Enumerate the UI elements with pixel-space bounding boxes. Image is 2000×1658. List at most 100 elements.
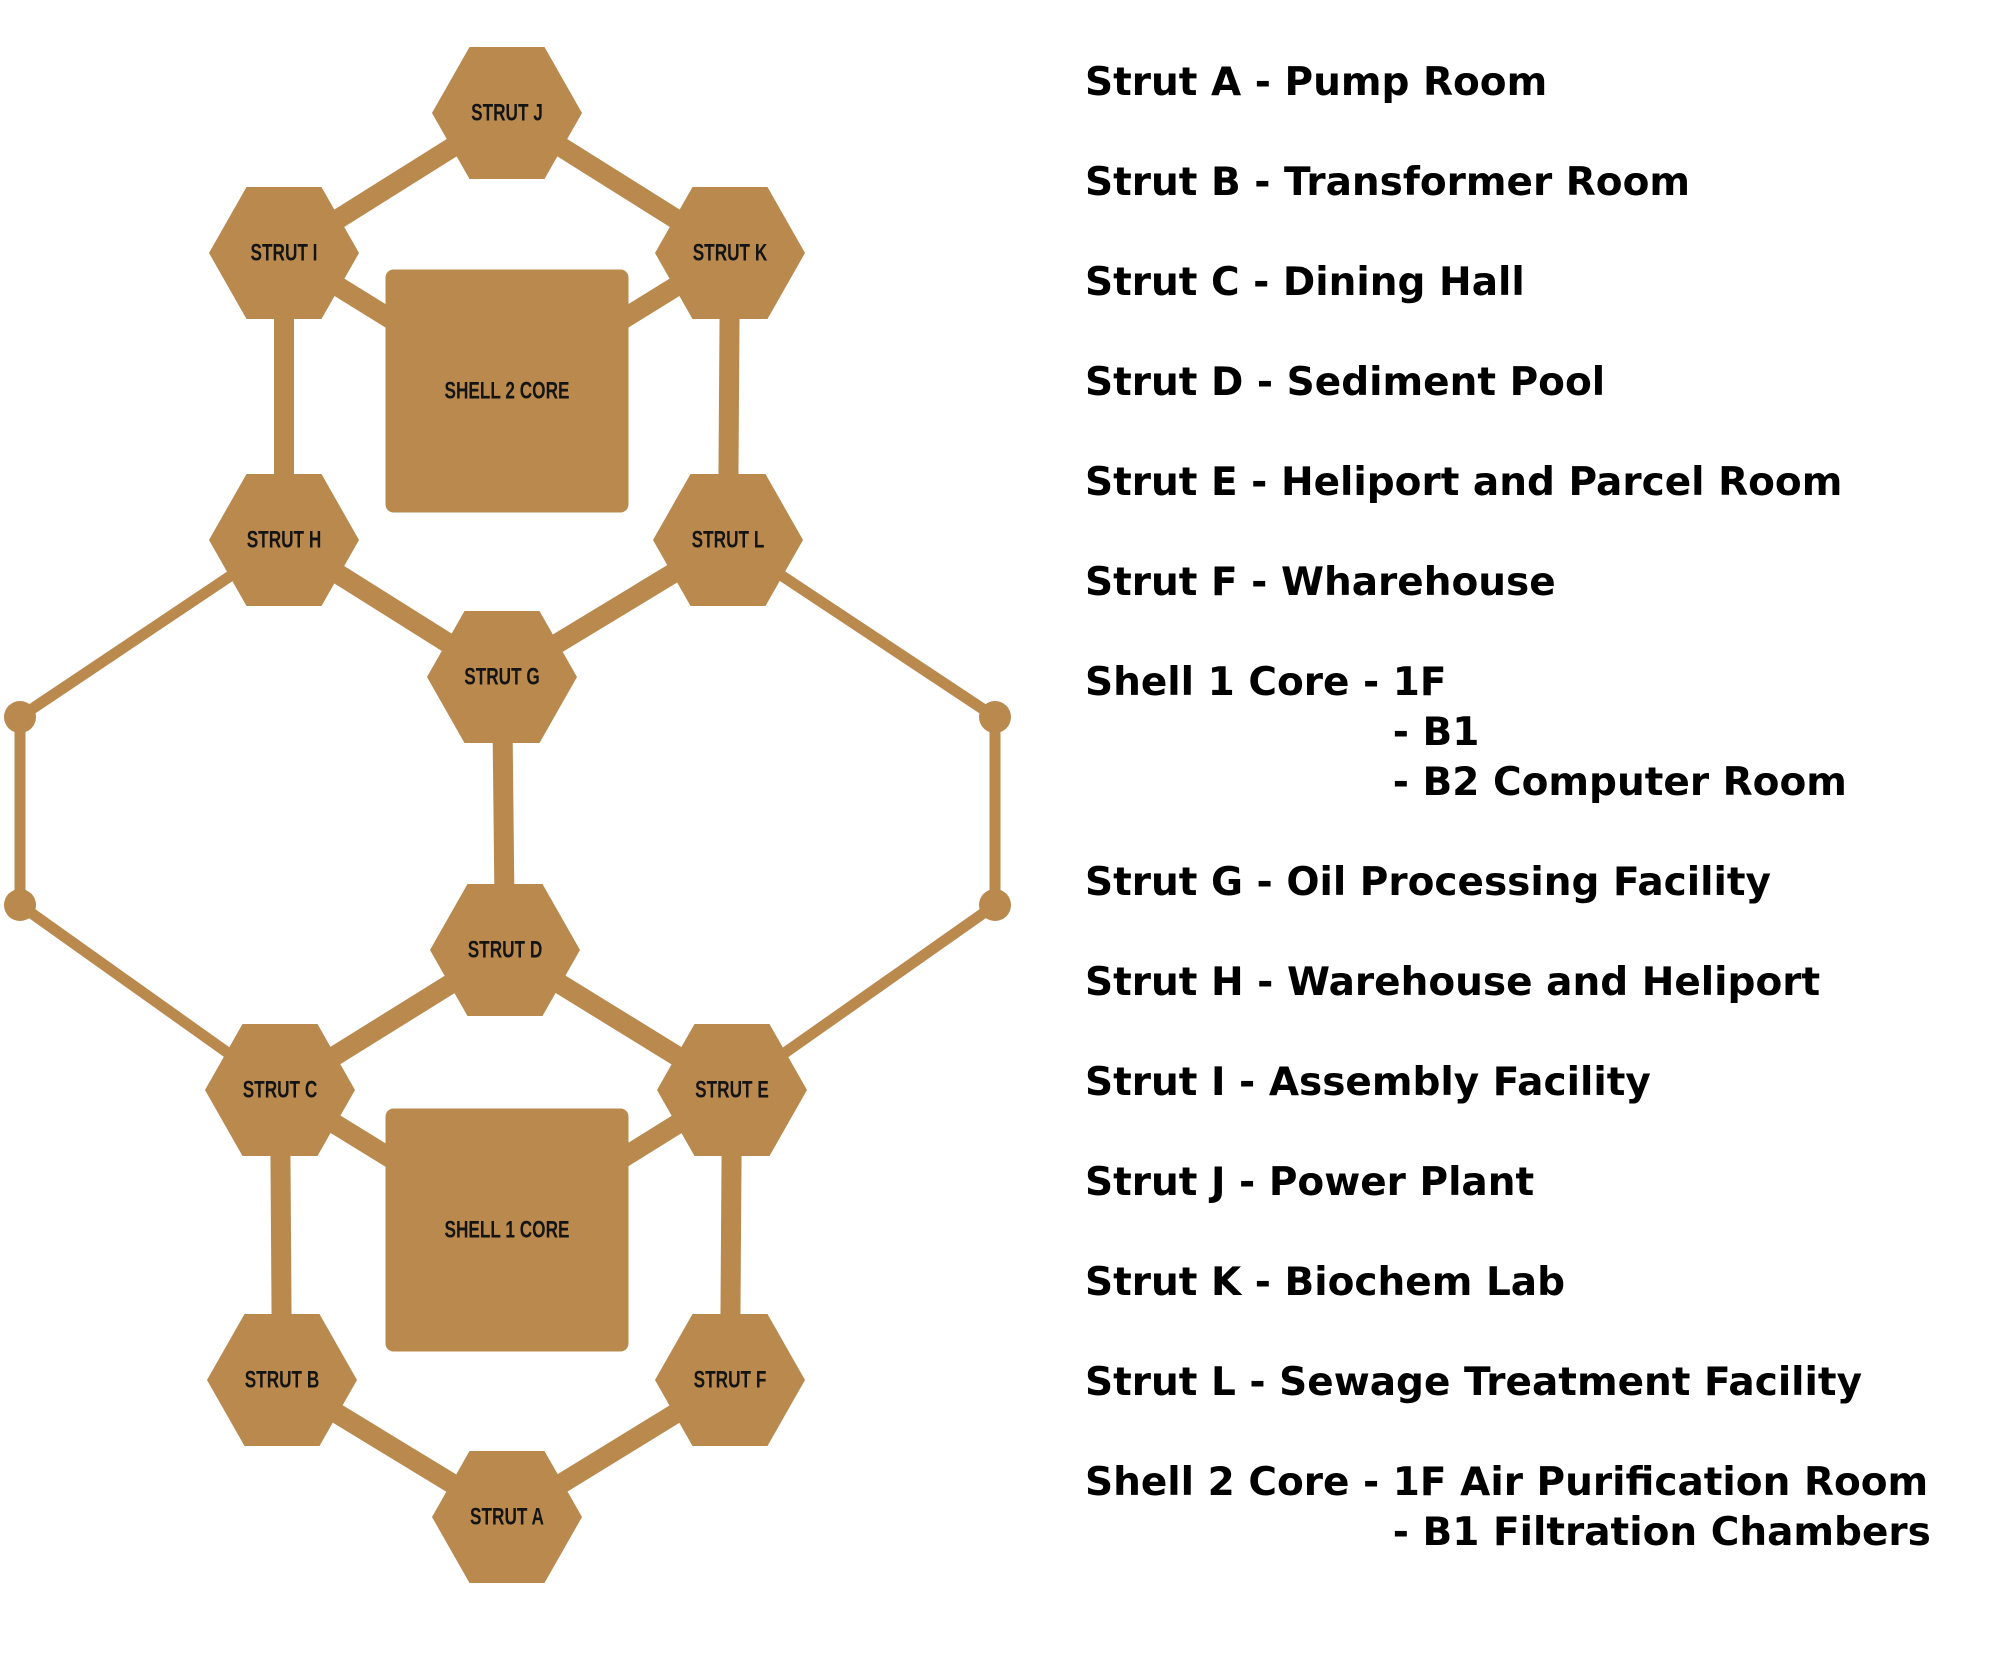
legend-prefix: Strut D -: [1085, 360, 1287, 405]
node-strut-i: STRUT I: [209, 187, 359, 319]
node-strut-l: STRUT L: [653, 474, 803, 606]
legend-items: Pump Room: [1284, 58, 1547, 108]
node-strut-e: STRUT E: [657, 1024, 807, 1156]
node-shell-2-core: SHELL 2 CORE: [385, 269, 629, 513]
node-shape-junction-p4: [979, 889, 1011, 921]
legend-entry: Strut L - Sewage Treatment Facility: [1085, 1358, 1985, 1458]
node-label-strut-b: STRUT B: [245, 1367, 320, 1393]
node-shape-strut-j: [432, 47, 582, 179]
node-shape-shell-1-core: [385, 1108, 629, 1352]
legend-item: Assembly Facility: [1268, 1060, 1651, 1105]
legend-items: Warehouse and Heliport: [1287, 958, 1820, 1008]
node-shell-1-core: SHELL 1 CORE: [385, 1108, 629, 1352]
node-shape-strut-b: [207, 1314, 357, 1446]
node-label-strut-d: STRUT D: [468, 937, 543, 963]
legend-items: Oil Processing Facility: [1286, 858, 1771, 908]
legend-items: Sediment Pool: [1287, 358, 1605, 408]
legend-prefix: Strut J -: [1085, 1160, 1269, 1205]
legend-item: Oil Processing Facility: [1286, 860, 1771, 905]
node-label-strut-k: STRUT K: [693, 240, 768, 266]
node-shape-strut-i: [209, 187, 359, 319]
node-shape-strut-d: [430, 884, 580, 1016]
node-label-strut-a: STRUT A: [470, 1504, 544, 1530]
node-shape-strut-g: [427, 611, 577, 743]
node-strut-k: STRUT K: [655, 187, 805, 319]
legend-item: Sediment Pool: [1286, 360, 1606, 405]
legend-item: - B2 Computer Room: [1392, 760, 1847, 805]
node-shape-shell-2-core: [385, 269, 629, 513]
legend-item: Pump Room: [1284, 60, 1548, 105]
node-strut-g: STRUT G: [427, 611, 577, 743]
legend-item: Dining Hall: [1282, 260, 1525, 305]
node-label-strut-e: STRUT E: [695, 1077, 769, 1103]
legend-prefix: Strut G -: [1085, 860, 1287, 905]
node-shape-strut-l: [653, 474, 803, 606]
legend-item: - B1: [1392, 710, 1480, 755]
legend-item: 1F: [1392, 660, 1447, 705]
node-shape-strut-e: [657, 1024, 807, 1156]
legend-items: Power Plant: [1269, 1158, 1534, 1208]
node-label-strut-j: STRUT J: [471, 100, 543, 126]
node-shape-strut-k: [655, 187, 805, 319]
nodes: STRUT J STRUT I STRUT K SHELL 2 CORE STRUT H…: [4, 47, 1011, 1583]
node-strut-c: STRUT C: [205, 1024, 355, 1156]
legend-items: 1F - B1 - B2 Computer Room: [1393, 658, 1847, 808]
node-strut-d: STRUT D: [430, 884, 580, 1016]
legend-entry: Strut D - Sediment Pool: [1085, 358, 1985, 458]
legend-item: Biochem Lab: [1284, 1260, 1566, 1305]
legend-item: 1F Air Purification Room: [1392, 1460, 1929, 1505]
node-label-shell-1-core: SHELL 1 CORE: [444, 1217, 569, 1243]
node-strut-j: STRUT J: [432, 47, 582, 179]
legend-item: - B1 Filtration Chambers: [1392, 1510, 1931, 1555]
legend-prefix: Strut F -: [1085, 560, 1281, 605]
node-strut-b: STRUT B: [207, 1314, 357, 1446]
node-label-strut-i: STRUT I: [251, 240, 318, 266]
legend-prefix: Strut A -: [1085, 60, 1285, 105]
node-shape-junction-p2: [4, 889, 36, 921]
legend-items: Transformer Room: [1284, 158, 1690, 208]
legend-item: Heliport and Parcel Room: [1280, 460, 1843, 505]
node-shape-strut-a: [432, 1451, 582, 1583]
node-junction-p3: [979, 701, 1011, 733]
legend-item: Sewage Treatment Facility: [1279, 1360, 1862, 1405]
facility-diagram: STRUT J STRUT I STRUT K SHELL 2 CORE STRUT H…: [4, 47, 1011, 1583]
legend-items: Wharehouse: [1281, 558, 1556, 608]
node-label-shell-2-core: SHELL 2 CORE: [444, 378, 569, 404]
legend-prefix: Strut E -: [1085, 460, 1281, 505]
node-junction-p2: [4, 889, 36, 921]
node-strut-f: STRUT F: [655, 1314, 805, 1446]
node-junction-p4: [979, 889, 1011, 921]
node-shape-junction-p3: [979, 701, 1011, 733]
legend-entry: Strut J - Power Plant: [1085, 1158, 1985, 1258]
legend-prefix: Strut L -: [1085, 1360, 1280, 1405]
legend-item: Transformer Room: [1284, 160, 1691, 205]
legend-item: Wharehouse: [1280, 560, 1556, 605]
node-shape-strut-f: [655, 1314, 805, 1446]
legend-entry: Strut F - Wharehouse: [1085, 558, 1985, 658]
legend-entry: Strut K - Biochem Lab: [1085, 1258, 1985, 1358]
legend-item: Power Plant: [1268, 1160, 1535, 1205]
legend-entry: Strut E - Heliport and Parcel Room: [1085, 458, 1985, 558]
legend-entry: Strut B - Transformer Room: [1085, 158, 1985, 258]
node-label-strut-f: STRUT F: [694, 1367, 767, 1393]
legend-items: Biochem Lab: [1285, 1258, 1566, 1308]
legend-prefix: Strut K -: [1085, 1260, 1285, 1305]
node-label-strut-h: STRUT H: [247, 527, 322, 553]
legend-items: Sewage Treatment Facility: [1279, 1358, 1862, 1408]
legend-prefix: Strut H -: [1085, 960, 1287, 1005]
node-strut-h: STRUT H: [209, 474, 359, 606]
legend-items: 1F Air Purification Room - B1 Filtration …: [1393, 1458, 1931, 1558]
legend-items: Heliport and Parcel Room: [1281, 458, 1842, 508]
legend-prefix: Shell 1 Core -: [1085, 660, 1393, 705]
node-shape-strut-c: [205, 1024, 355, 1156]
node-shape-strut-h: [209, 474, 359, 606]
legend-entry: Strut G - Oil Processing Facility: [1085, 858, 1985, 958]
legend-prefix: Strut C -: [1085, 260, 1283, 305]
legend-prefix: Strut I -: [1085, 1060, 1269, 1105]
legend-entry: Shell 1 Core - 1F - B1 - B2 Computer Room: [1085, 658, 1985, 858]
legend-items: Dining Hall: [1283, 258, 1525, 308]
legend-item: Warehouse and Heliport: [1286, 960, 1821, 1005]
legend-prefix: Strut B -: [1085, 160, 1285, 205]
legend-entry: Strut I - Assembly Facility: [1085, 1058, 1985, 1158]
